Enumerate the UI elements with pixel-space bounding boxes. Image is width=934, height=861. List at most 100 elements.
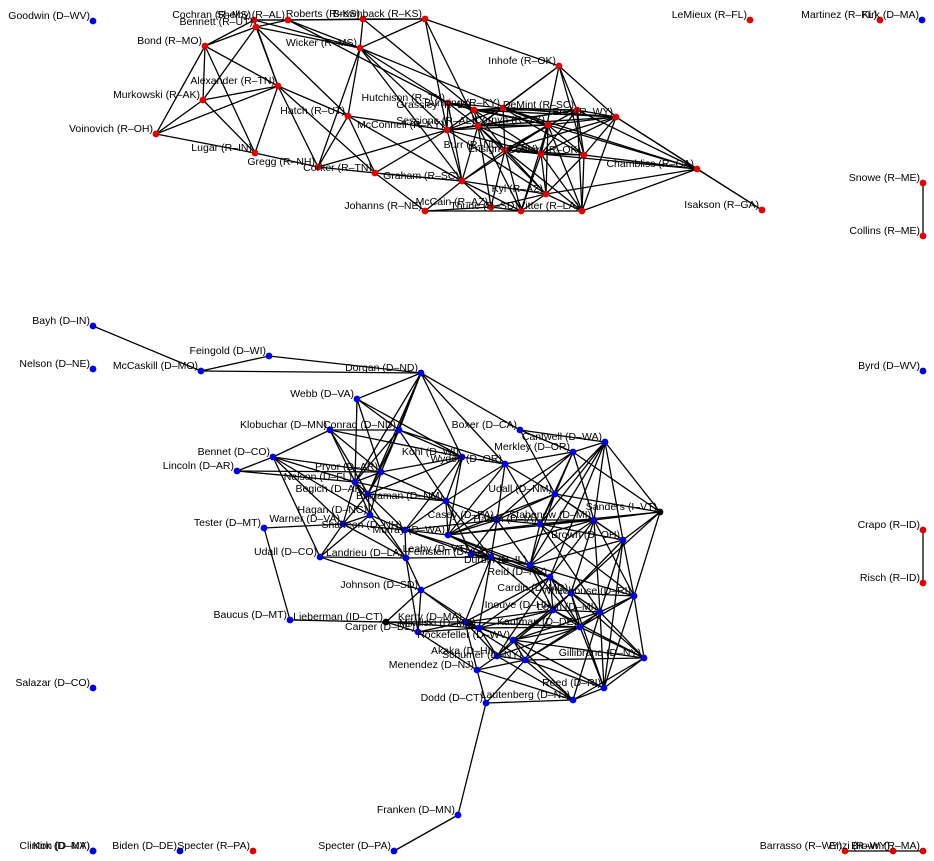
edge-shaheen-hollings_like bbox=[404, 529, 472, 555]
edge-hollings_like-stabenow bbox=[470, 519, 595, 555]
node-baucus bbox=[286, 616, 294, 624]
edge-lautenberg-reed bbox=[572, 687, 605, 701]
node-hutchison bbox=[444, 99, 452, 107]
edge-baucus-tester bbox=[263, 527, 291, 621]
edge-bennett_ut-murkowski bbox=[202, 26, 257, 101]
edge-conrad-begich bbox=[367, 429, 400, 495]
edge-alexander_ks-wicker bbox=[359, 18, 364, 49]
edge-cantwell-brown_oh bbox=[604, 441, 624, 541]
label-kerry: Kerry (D–MA) bbox=[398, 611, 462, 623]
node-mcconnell bbox=[443, 126, 451, 134]
node-menendez bbox=[473, 666, 481, 674]
node-rockefeller bbox=[509, 636, 517, 644]
label-feingold: Feingold (D–WI) bbox=[190, 345, 266, 357]
edge-shelby-hutchison bbox=[287, 19, 449, 104]
label-boxer: Boxer (D–CA) bbox=[452, 419, 517, 431]
node-corker bbox=[371, 169, 379, 177]
label-begich: Begich (D–AK) bbox=[296, 483, 365, 495]
edge-grassley-burr bbox=[473, 109, 506, 151]
node-carper bbox=[414, 628, 422, 636]
label-menendez: Menendez (D–NJ) bbox=[389, 659, 474, 671]
edge-shaheen-casey bbox=[404, 519, 498, 531]
edge-cantwell-sanders bbox=[604, 441, 661, 513]
label-landrieu: Landrieu (D–LA) bbox=[326, 547, 403, 559]
edge-stabenow-reid bbox=[549, 519, 595, 578]
edge-alexander-lugar bbox=[254, 85, 279, 154]
edge-cornyn-vitter bbox=[547, 124, 583, 212]
edge-sessions-graham bbox=[461, 125, 479, 182]
node-bond bbox=[201, 42, 209, 50]
label-bayh: Bayh (D–IN) bbox=[32, 315, 90, 327]
label-reed: Reed (D–RI) bbox=[542, 677, 601, 689]
edge-cardin-gillibrand bbox=[570, 592, 645, 659]
edge-gregg-lugar bbox=[254, 152, 319, 168]
label-stabenow: Stabenow (D–MI) bbox=[509, 509, 591, 521]
edge-hutchison-bunning bbox=[447, 102, 504, 109]
label-alexander: Alexander (R–TN) bbox=[190, 75, 275, 87]
edge-coburn-vitter bbox=[581, 154, 585, 212]
edge-udall_co-landrieu bbox=[319, 556, 407, 559]
node-grassley bbox=[470, 106, 478, 114]
label-cornyn: Cornyn (R–TX) bbox=[474, 114, 545, 126]
edge-kaufman-akaka bbox=[496, 626, 581, 657]
node-brown_ma bbox=[919, 847, 927, 855]
edge-hagan-udall_co bbox=[319, 514, 371, 558]
edge-alexander-hatch bbox=[277, 85, 349, 117]
label-johnson: Johnson (D–SD) bbox=[340, 579, 418, 591]
edge-brown_oh-whitehouse bbox=[622, 539, 635, 597]
label-snowe: Snowe (R–ME) bbox=[849, 172, 920, 184]
label-inhofe: Inhofe (R–OK) bbox=[488, 55, 556, 67]
label-brownback: Brownback (R–KS) bbox=[333, 8, 422, 20]
label-kyl: Kyl (R–AZ) bbox=[492, 183, 543, 195]
edge-feingold-dorgan bbox=[268, 355, 422, 374]
label-enzi_wy: Enzi (R–WY) bbox=[829, 840, 890, 852]
edge-conrad-bingaman bbox=[398, 429, 447, 502]
edge-layer bbox=[92, 18, 924, 852]
label-franken: Franken (D–MN) bbox=[377, 804, 455, 816]
label-hatch: Hatch (R–UT) bbox=[280, 105, 345, 117]
label-coburn: Coburn (R–OK) bbox=[508, 144, 581, 156]
edge-inouye-akaka bbox=[496, 609, 554, 657]
node-bayh bbox=[89, 322, 97, 330]
label-inouye: Inouye (D–HI) bbox=[485, 599, 550, 611]
edge-johnson-lieberman bbox=[385, 589, 422, 623]
node-inouye bbox=[549, 606, 557, 614]
node-wyden bbox=[501, 460, 509, 468]
node-nelson_ne bbox=[89, 365, 97, 373]
edge-rockefeller-kaufman bbox=[512, 626, 581, 641]
node-whitehouse bbox=[630, 592, 638, 600]
node-conrad bbox=[395, 426, 403, 434]
label-crapo: Crapo (R–ID) bbox=[858, 519, 920, 531]
label-gillibrand: Gillibrand (D–NY) bbox=[559, 647, 641, 659]
edge-udall_nm-durbin bbox=[529, 493, 556, 566]
node-martinez bbox=[876, 16, 884, 24]
node-layer bbox=[89, 15, 927, 855]
edge-mcconnell-graham bbox=[446, 129, 463, 182]
edge-johnson-carper bbox=[417, 589, 422, 633]
edge-alexander-corker bbox=[277, 85, 376, 174]
node-kaufman bbox=[576, 623, 584, 631]
edge-udall_nm-harkin bbox=[539, 493, 556, 525]
edge-bond-lugar bbox=[204, 45, 256, 154]
edge-lincoln-pryor bbox=[236, 470, 382, 473]
edge-cornyn-coburn bbox=[547, 124, 585, 156]
edge-begich-bingaman bbox=[367, 493, 447, 502]
label-lautenberg: Lautenberg (D–NJ) bbox=[481, 689, 570, 701]
node-stabenow bbox=[590, 516, 598, 524]
edge-whitehouse-kaufman bbox=[579, 595, 635, 628]
edge-brown_oh-stabenow bbox=[593, 519, 624, 541]
node-voinovich bbox=[152, 130, 160, 138]
node-sessions bbox=[474, 122, 482, 130]
label-reid: Reid (D–NV) bbox=[487, 566, 547, 578]
label-feinstein: Feinstein (D–CA) bbox=[407, 546, 488, 558]
edge-landrieu-carper bbox=[405, 557, 419, 633]
edge-enzi-coburn bbox=[583, 116, 617, 156]
node-lautenberg bbox=[569, 696, 577, 704]
edge-schumer-menendez bbox=[476, 659, 526, 671]
edge-bennett_ut-wicker bbox=[255, 26, 361, 49]
edge-rockefeller-akaka bbox=[496, 639, 514, 657]
edge-schumer-lautenberg bbox=[524, 659, 574, 701]
label-mccain: McCain (R–AZ) bbox=[416, 196, 488, 208]
label-demint: DeMint (R–SC) bbox=[503, 99, 574, 111]
